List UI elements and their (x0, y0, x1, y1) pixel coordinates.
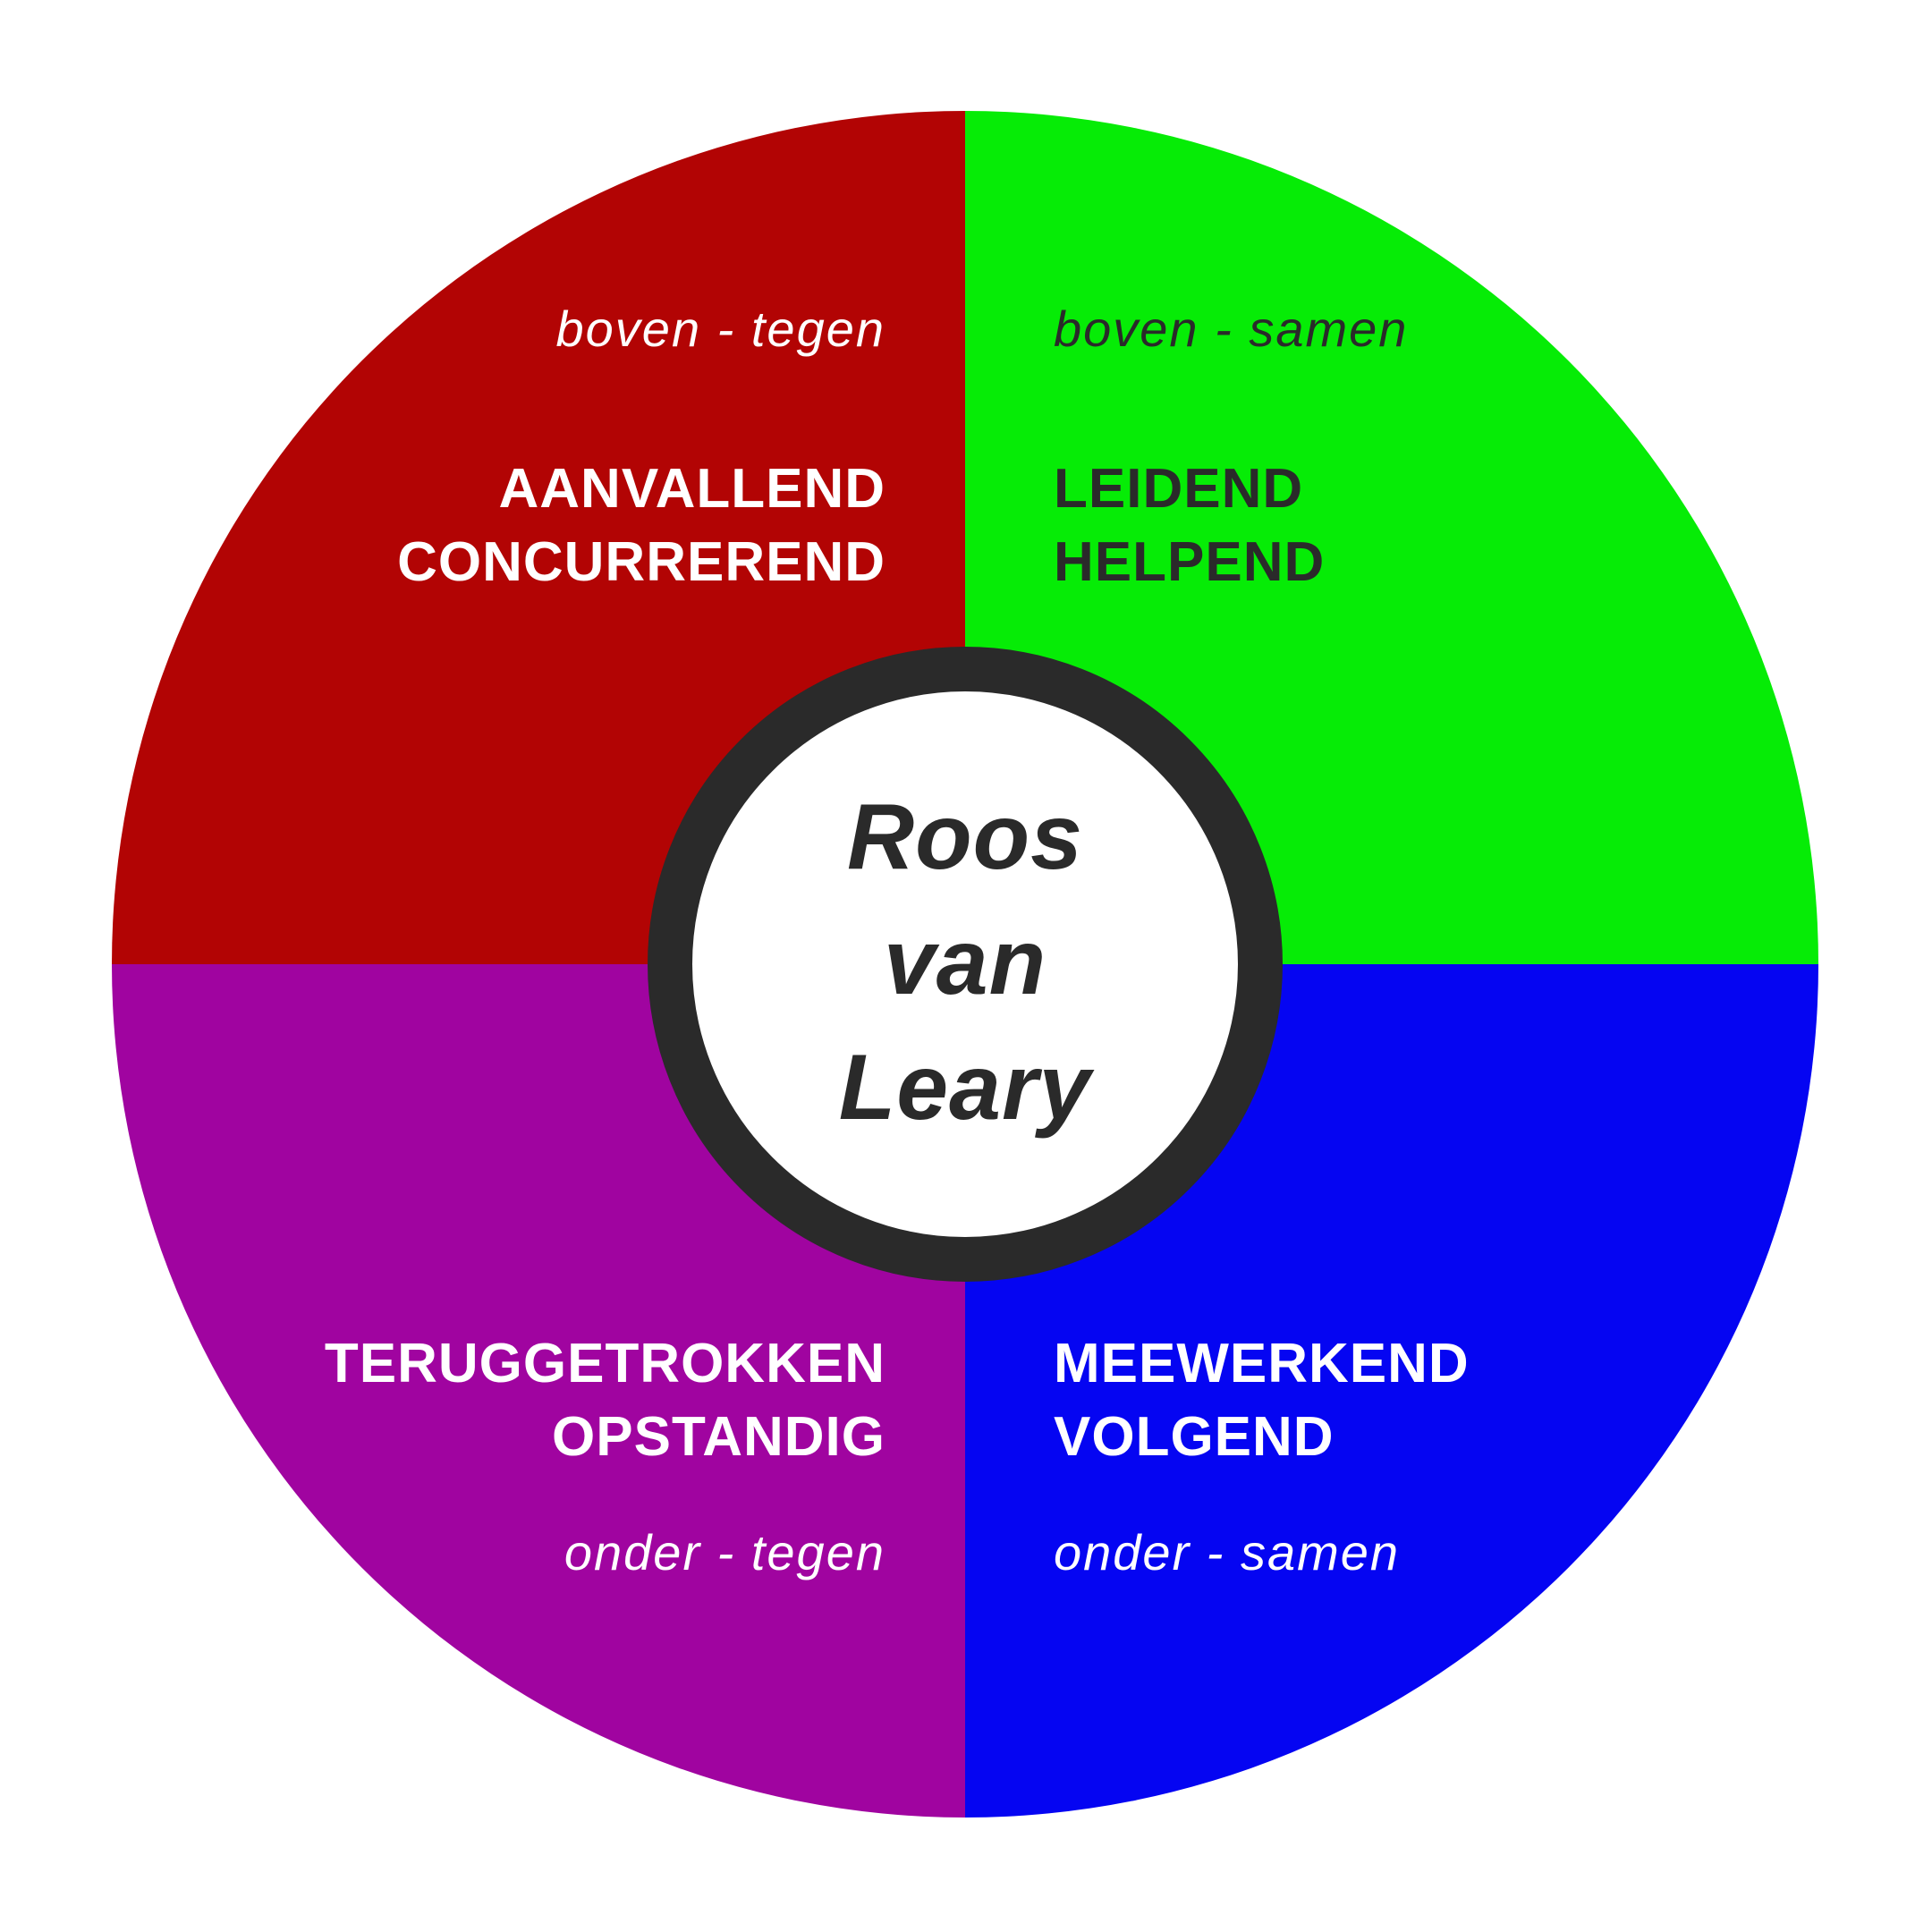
axis-label-boven-samen: boven - samen (1054, 301, 1409, 357)
title-line-van: van (883, 911, 1047, 1014)
heading-line-aanvallend: AANVALLEND (498, 458, 886, 520)
quadrant-wheel (112, 111, 1818, 1818)
heading-line-helpend: HELPEND (1054, 531, 1326, 593)
title-line-leary: Leary (838, 1036, 1092, 1140)
axis-label-onder-tegen: onder - tegen (564, 1524, 886, 1580)
axis-label-onder-samen: onder - samen (1054, 1524, 1401, 1580)
title-line-roos: Roos (847, 785, 1083, 889)
heading-teruggetrokken-opstandig: TERUGGETROKKEN OPSTANDIG (325, 1327, 886, 1474)
diagram-title: Roos van Leary (648, 775, 1283, 1150)
heading-aanvallend-concurrerend: AANVALLEND CONCURREREND (397, 453, 886, 599)
heading-line-opstandig: OPSTANDIG (552, 1406, 886, 1468)
heading-line-concurrerend: CONCURREREND (397, 531, 886, 593)
heading-line-leidend: LEIDEND (1054, 458, 1304, 520)
heading-line-meewerkend: MEEWERKEND (1054, 1333, 1470, 1394)
heading-leidend-helpend: LEIDEND HELPEND (1054, 453, 1325, 599)
heading-meewerkend-volgend: MEEWERKEND VOLGEND (1054, 1327, 1470, 1474)
heading-line-teruggetrokken: TERUGGETROKKEN (324, 1333, 886, 1394)
heading-line-volgend: VOLGEND (1054, 1406, 1335, 1468)
axis-label-boven-tegen: boven - tegen (555, 301, 886, 357)
